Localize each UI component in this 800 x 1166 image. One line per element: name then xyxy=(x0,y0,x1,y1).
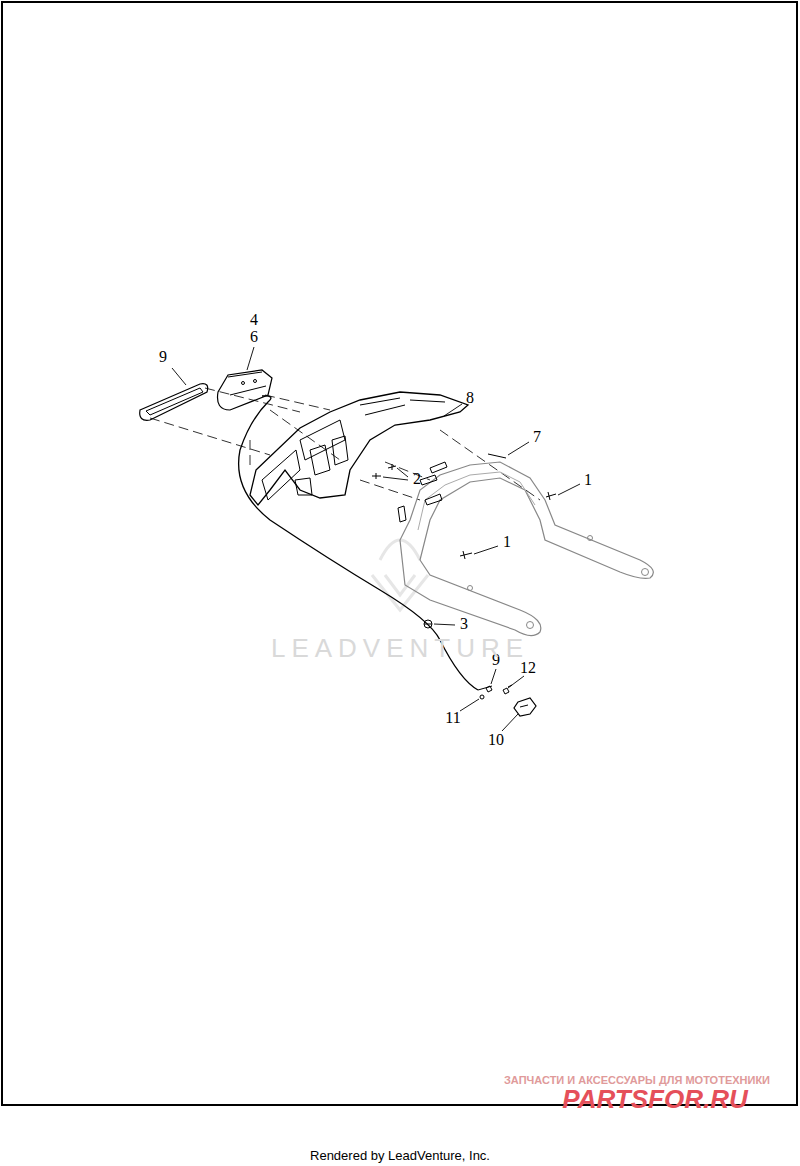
callout-number: 10 xyxy=(488,732,504,748)
callout-number: 9 xyxy=(159,349,167,365)
callout-number: 8 xyxy=(466,390,474,406)
callout-number: 1 xyxy=(503,534,511,550)
callout-number: 2 xyxy=(413,471,421,487)
callout-number: 4 xyxy=(250,312,258,328)
watermark-logo: PARTSFOR.RU xyxy=(562,1086,747,1112)
callout-number: 11 xyxy=(445,710,460,726)
callout-number: 7 xyxy=(533,429,541,445)
part-drawing xyxy=(140,347,654,731)
page-frame xyxy=(2,2,797,1105)
watermark-text: ЗАПЧАСТИ И АКСЕССУАРЫ ДЛЯ МОТОТЕХНИКИ xyxy=(504,1075,770,1086)
callout-number: 3 xyxy=(460,616,468,632)
callout-number: 6 xyxy=(250,329,258,345)
callout-number: 1 xyxy=(584,472,592,488)
callout-number: 12 xyxy=(520,660,536,676)
render-credit: Rendered by LeadVenture, Inc. xyxy=(310,1149,490,1162)
watermark-emblem xyxy=(372,540,428,610)
watermark: LEADVENTURE xyxy=(271,635,529,661)
